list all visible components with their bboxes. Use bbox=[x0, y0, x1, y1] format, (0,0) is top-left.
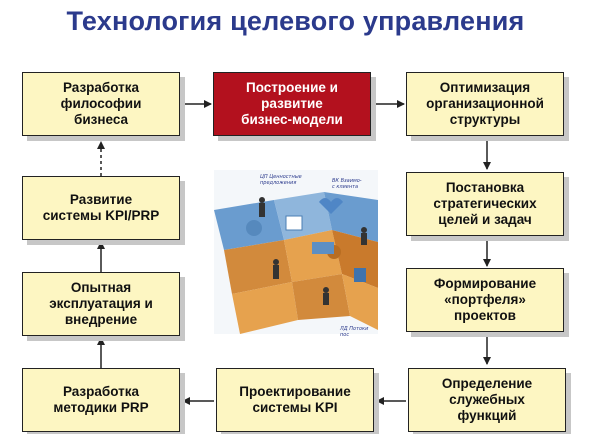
label-flows: ЛД Потоки пос bbox=[340, 326, 369, 338]
box-org-structure: Оптимизация организационной структуры bbox=[406, 72, 564, 136]
business-model-illustration: ЦП Ценностные предложения ВК Взаимо- с к… bbox=[214, 170, 378, 338]
box-trial: Опытная эксплуатация и внедрение bbox=[22, 272, 180, 336]
puzzle-illustration bbox=[214, 170, 378, 334]
box-service-functions: Определение служебных функций bbox=[408, 368, 566, 432]
box-philosophy: Разработка философии бизнеса bbox=[22, 72, 180, 136]
box-business-model: Построение и развитие бизнес-модели bbox=[213, 72, 371, 136]
label-value-propositions: ЦП Ценностные предложения bbox=[260, 174, 302, 186]
page-title: Технология целевого управления bbox=[66, 6, 525, 36]
label-customer-relations: ВК Взаимо- с клиента bbox=[332, 178, 362, 190]
box-kpi-design: Проектирование системы KPI bbox=[216, 368, 374, 432]
box-portfolio: Формирование «портфеля» проектов bbox=[406, 268, 564, 332]
box-prp-method: Разработка методики PRP bbox=[22, 368, 180, 432]
box-kpi-system-dev: Развитие системы KPI/PRP bbox=[22, 176, 180, 240]
box-goals: Постановка стратегических целей и задач bbox=[406, 172, 564, 236]
